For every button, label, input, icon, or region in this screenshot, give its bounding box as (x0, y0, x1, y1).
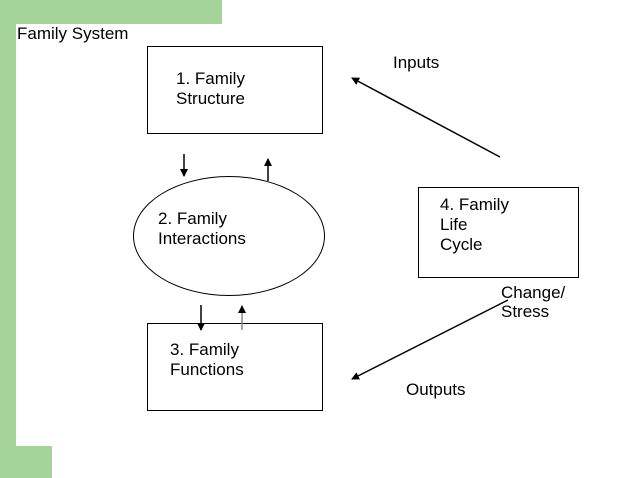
change-stress-label: Change/ Stress (501, 283, 566, 321)
node-family-interactions-label: 2. Family Interactions (158, 209, 246, 248)
green-band-top (0, 0, 222, 24)
node-family-structure (147, 46, 323, 134)
outputs-label: Outputs (406, 380, 466, 399)
green-band-bottom (0, 446, 52, 478)
node-family-interactions (133, 176, 325, 296)
edge-lifecycle-to-structure (351, 77, 501, 158)
diagram-title: Family System (17, 24, 129, 43)
node-family-functions (147, 323, 323, 411)
green-band-left (0, 0, 16, 478)
edge-lifecycle-to-functions (351, 299, 509, 380)
node-family-structure-label: 1. Family Structure (176, 69, 245, 108)
inputs-label: Inputs (393, 53, 440, 72)
node-family-functions-label: 3. Family Functions (170, 340, 244, 379)
node-family-life-cycle-label: 4. Family Life Cycle (440, 195, 509, 254)
node-family-life-cycle (418, 187, 579, 278)
